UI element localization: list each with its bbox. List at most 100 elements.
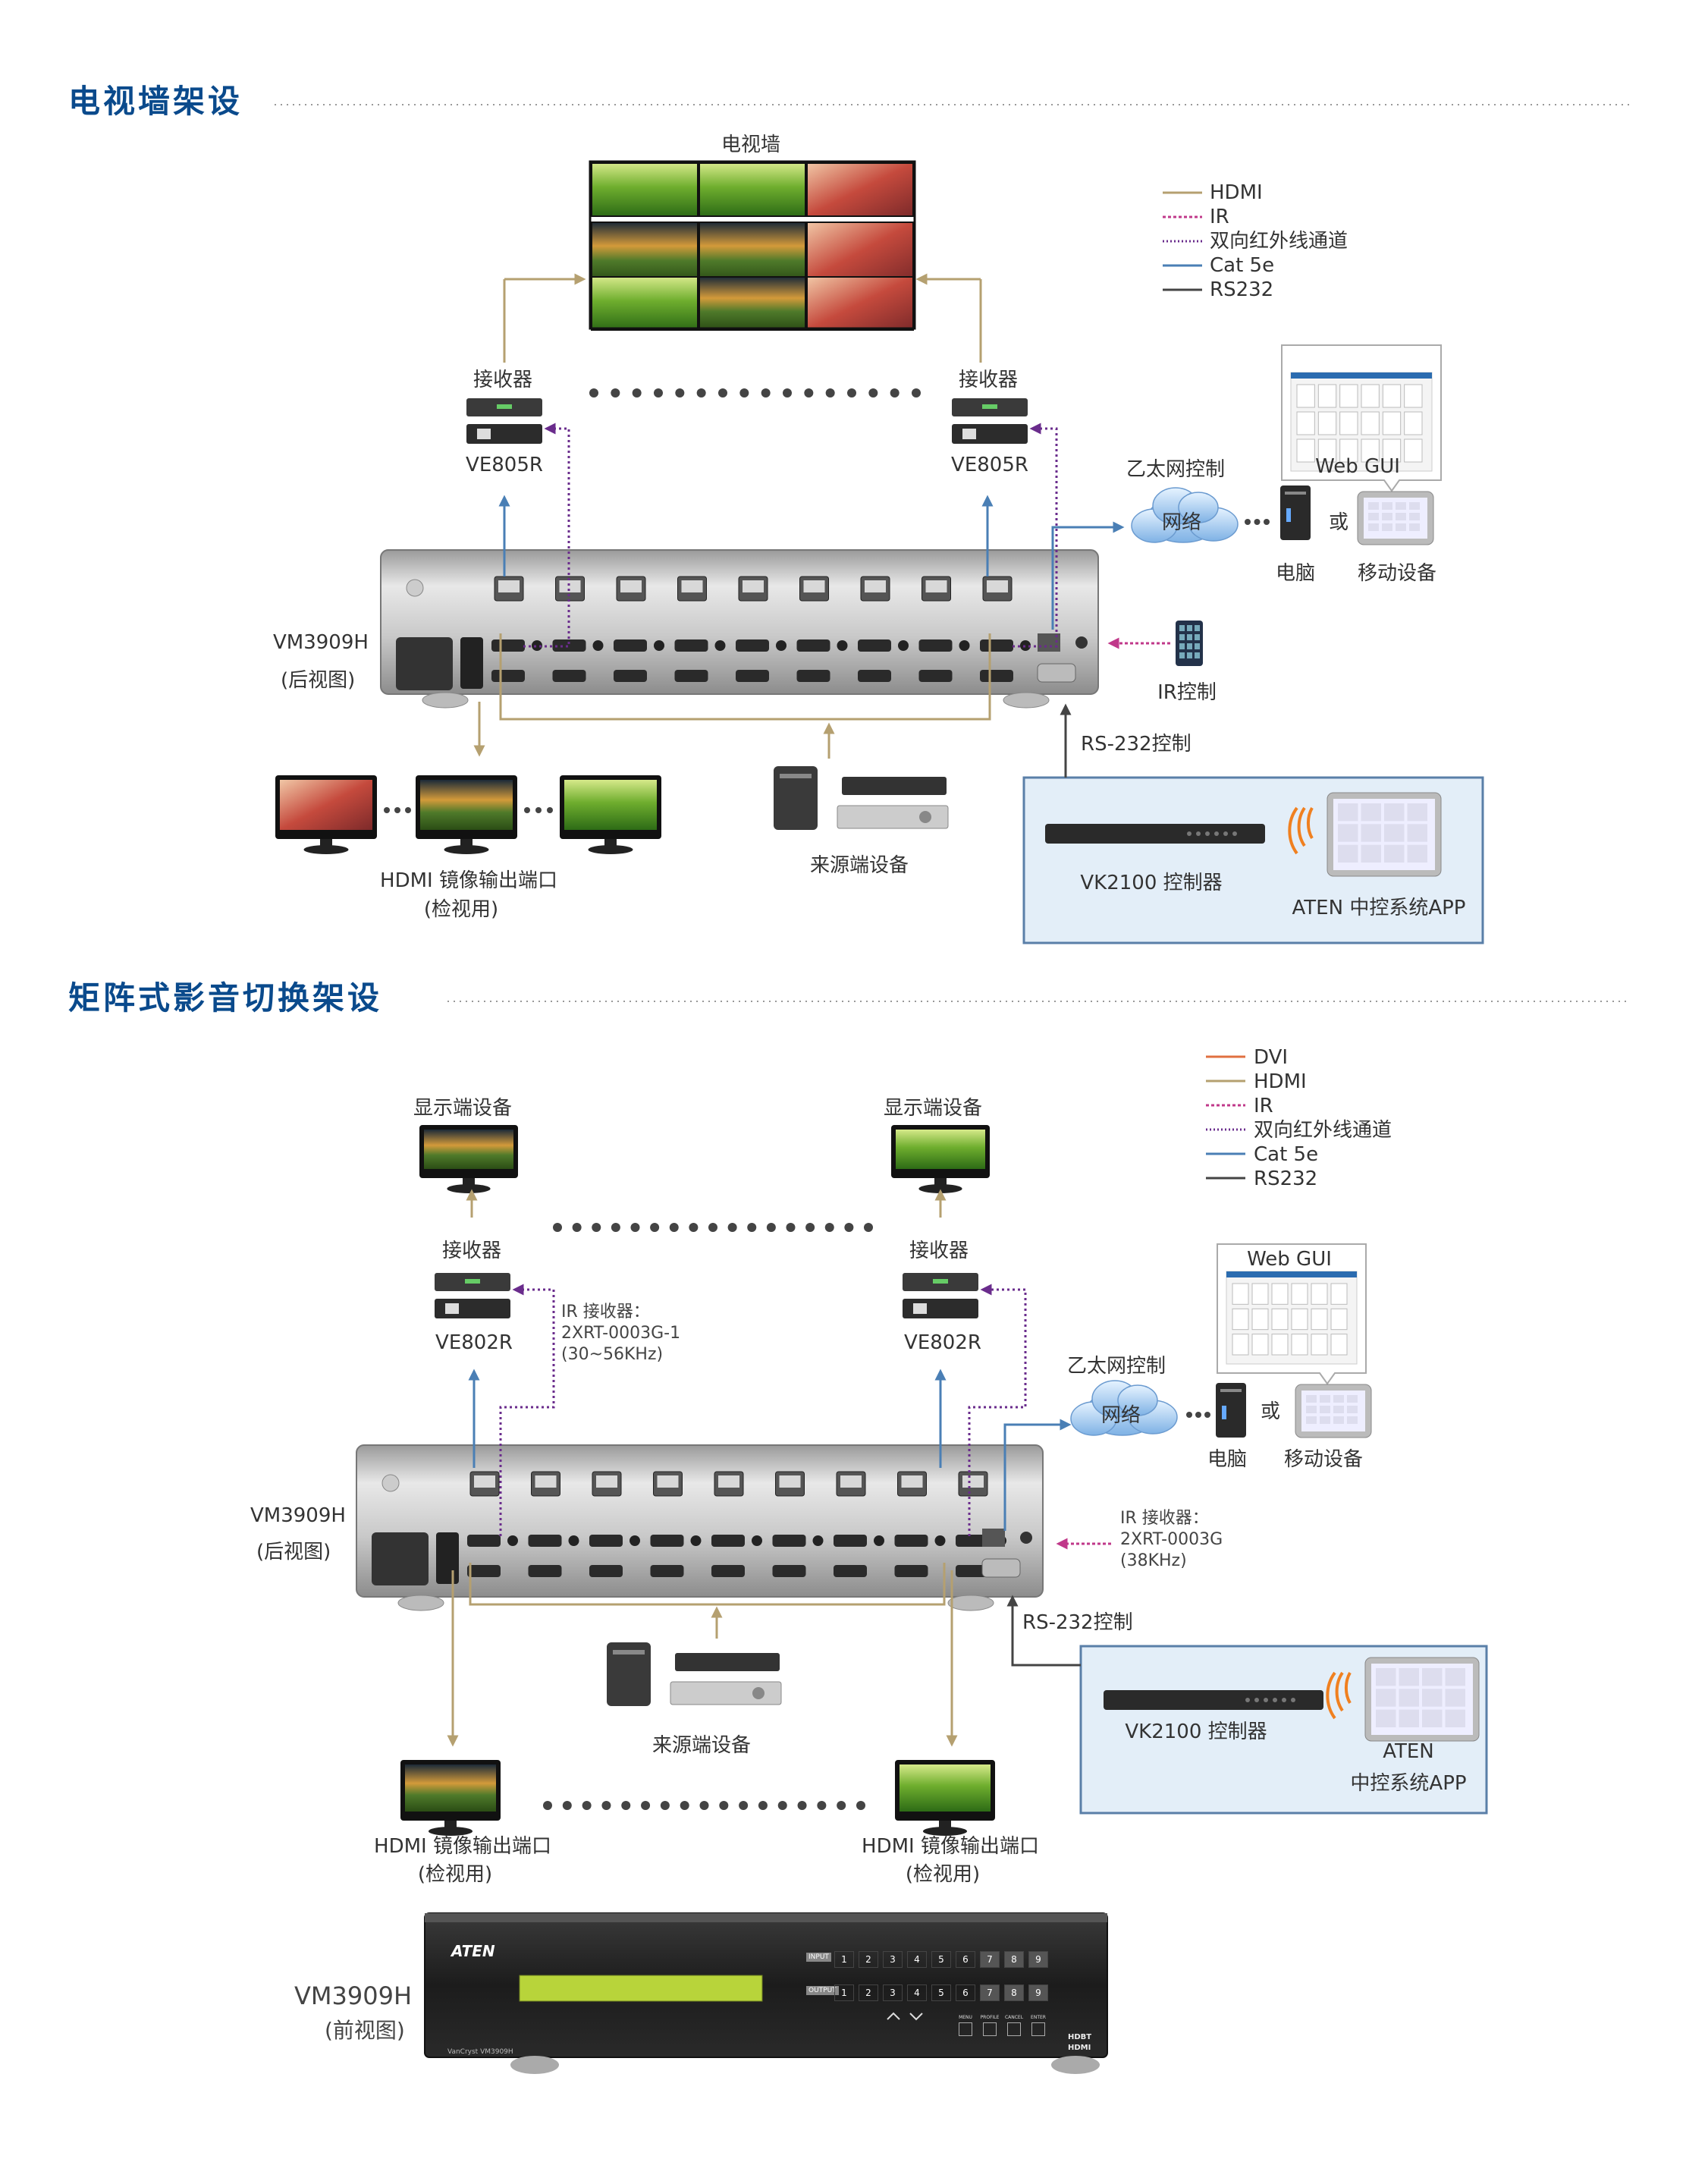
front-input-key-6[interactable]: 6: [956, 1951, 975, 1968]
s2-mobile-device: [1295, 1384, 1372, 1438]
tablet-tile: [1306, 1416, 1317, 1424]
lan-port: [982, 1529, 1005, 1547]
rj45-inner: [474, 1475, 495, 1488]
front-output-key-2[interactable]: 2: [859, 1984, 878, 2001]
ellipsis-dot: [718, 388, 727, 398]
hdmi-port: [528, 1565, 562, 1577]
front-input-key-2[interactable]: 2: [859, 1951, 878, 1968]
rj45-inner: [840, 1475, 862, 1488]
ir-jack: [507, 1535, 518, 1546]
rj45-inner: [865, 580, 886, 592]
front-output-key-3[interactable]: 3: [883, 1984, 903, 2001]
hdmi-port: [674, 639, 708, 652]
s2-mirror-right-line2: (检视用): [905, 1863, 981, 1886]
pc-tower: [1216, 1383, 1246, 1438]
s1-ir-remote: [1176, 621, 1203, 666]
front-output-key-9[interactable]: 9: [1028, 1984, 1048, 2001]
ellipsis-dot: [660, 1801, 670, 1810]
webgui-tile: [1382, 411, 1402, 435]
s1-mirror-ellipsis-1: [384, 807, 411, 813]
webgui-titlebar: [1291, 372, 1432, 379]
hdmi-port: [614, 639, 647, 652]
ir-jack: [714, 640, 726, 651]
hdmi-port: [796, 670, 830, 682]
pc-drive: [1285, 492, 1306, 495]
webgui-titlebar: [1226, 1271, 1357, 1277]
receiver-port: [913, 1303, 927, 1314]
ir-remote-key: [1187, 643, 1192, 649]
front-enter-button[interactable]: ENTER: [1027, 2015, 1050, 2036]
legend1-swatches: [1163, 191, 1202, 291]
tablet-tile: [1396, 523, 1406, 531]
front-input-key-1[interactable]: 1: [834, 1951, 854, 1968]
front-input-tag: INPUT: [806, 1953, 831, 1962]
hdmi-port: [589, 1535, 623, 1547]
ellipsis-dot: [572, 1223, 582, 1232]
front-output-key-6[interactable]: 6: [956, 1984, 975, 2001]
ir-jack: [654, 640, 664, 651]
pc-light: [1222, 1406, 1226, 1419]
s1-cloud-ellipsis: [1245, 519, 1270, 525]
front-output-key-5[interactable]: 5: [931, 1984, 951, 2001]
section1-title: 电视墙架设: [68, 83, 243, 120]
source-receiver: [837, 805, 949, 829]
s2-display-right-label: 显示端设备: [883, 1097, 983, 1120]
hdmi-port: [711, 1535, 745, 1547]
s1-ir-control-label: IR控制: [1157, 681, 1217, 704]
front-output-key-7[interactable]: 7: [980, 1984, 1000, 2001]
front-lcd: [519, 1975, 763, 2002]
tablet-tile: [1399, 1709, 1419, 1727]
front-input-key-5[interactable]: 5: [931, 1951, 951, 1968]
ir-jack: [592, 640, 604, 651]
front-output-key-8[interactable]: 8: [1004, 1984, 1024, 2001]
ellipsis-dot: [739, 1801, 749, 1810]
front-cancel-button[interactable]: CANCEL: [1003, 2015, 1025, 2036]
front-profile-key[interactable]: [983, 2022, 997, 2036]
front-input-key-7[interactable]: 7: [980, 1951, 1000, 1968]
s2-receiver-right: [903, 1273, 978, 1318]
hdmi-port: [796, 639, 830, 652]
s1-ethernet-label: 乙太网控制: [1126, 458, 1226, 481]
webgui-tile: [1361, 411, 1380, 435]
rj45-inner: [559, 580, 581, 592]
rj45-inner: [681, 580, 703, 592]
front-output-key-1[interactable]: 1: [834, 1984, 854, 2001]
hdmi-port: [552, 670, 586, 682]
tablet-tile: [1382, 502, 1392, 510]
s2-receiver-ellipsis: [553, 1223, 873, 1232]
webgui-tile: [1291, 1334, 1308, 1356]
tv-wall-panel: [591, 162, 699, 217]
tablet-tile: [1407, 803, 1427, 822]
front-output-key-4[interactable]: 4: [907, 1984, 927, 2001]
rs232-port: [981, 1558, 1021, 1578]
front-input-key-4[interactable]: 4: [907, 1951, 927, 1968]
s1-receiver-ellipsis: [589, 388, 921, 398]
legend1-cat5e: Cat 5e: [1210, 254, 1275, 277]
tv-wall: [589, 160, 916, 331]
front-menu-button[interactable]: MENU: [954, 2015, 977, 2036]
front-profile-button[interactable]: PROFILE: [978, 2015, 1001, 2036]
front-enter-key[interactable]: [1031, 2022, 1045, 2036]
tablet-tile: [1407, 824, 1427, 842]
s1-receiver-right: [952, 398, 1028, 444]
tablet-tile: [1382, 523, 1392, 531]
front-input-key-8[interactable]: 8: [1004, 1951, 1024, 1968]
tv-neck: [604, 839, 617, 847]
front-menu-key[interactable]: [959, 2022, 972, 2036]
rj45-inner: [901, 1475, 923, 1488]
ellipsis-dot: [708, 1223, 717, 1232]
pc-drive: [1220, 1389, 1242, 1392]
ir-remote-key: [1179, 634, 1185, 640]
ellipsis-dot: [547, 807, 553, 813]
front-cancel-key[interactable]: [1007, 2022, 1021, 2036]
front-input-key-3[interactable]: 3: [883, 1951, 903, 1968]
tv-neck: [934, 1178, 947, 1186]
switch-foot: [947, 1595, 994, 1611]
front-input-key-9[interactable]: 9: [1028, 1951, 1048, 1968]
s2-display-left: [419, 1125, 518, 1193]
webgui-tile: [1232, 1334, 1249, 1356]
webgui-tile: [1382, 438, 1402, 463]
front-model: VM3909H: [294, 1981, 412, 2010]
tablet-tile: [1407, 844, 1427, 863]
ellipsis-dot: [611, 1223, 620, 1232]
